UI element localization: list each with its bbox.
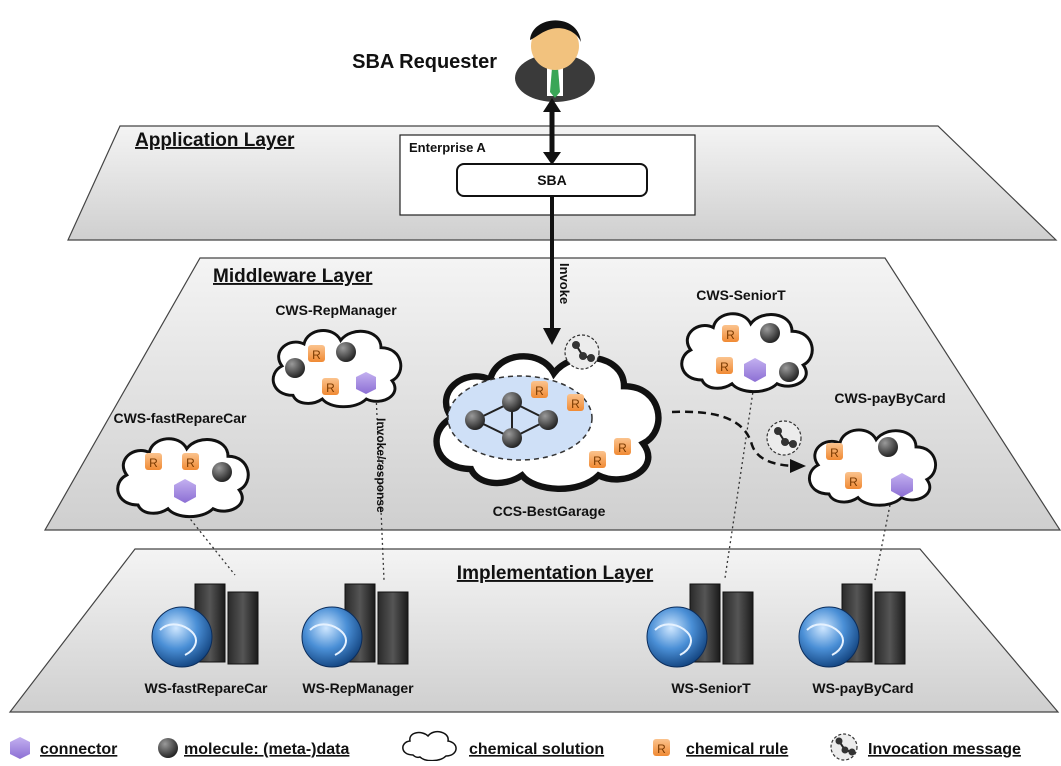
ws-senior-t-label: WS-SeniorT xyxy=(671,680,751,696)
ws-senior-t-server-icon xyxy=(646,583,754,668)
rule-icon xyxy=(182,453,199,470)
legend-rule-icon xyxy=(653,739,670,756)
fast-repare-car-contents: R R xyxy=(145,453,232,503)
rule-icon xyxy=(145,453,162,470)
rule-icon xyxy=(614,438,631,455)
inner-solution xyxy=(447,375,593,461)
requester-person-icon xyxy=(515,20,595,102)
molecule-icon xyxy=(779,362,799,382)
rule-icon xyxy=(322,378,339,395)
pay-by-card-cloud-label: CWS-payByCard xyxy=(834,390,945,406)
rule-icon xyxy=(722,325,739,342)
invocation-message-icon xyxy=(766,420,802,456)
legend: connector molecule: (meta-)data chemical… xyxy=(10,730,1021,762)
molecule-icon xyxy=(336,342,356,362)
invocation-message-icon xyxy=(564,334,600,370)
rule-icon xyxy=(826,443,843,460)
rule-icon xyxy=(845,472,862,489)
senior-t-contents: R R xyxy=(716,323,799,382)
svg-text:R: R xyxy=(849,475,858,489)
connector-icon xyxy=(174,479,196,503)
ws-fast-repare-car-server-icon xyxy=(151,583,259,668)
legend-rule-label: chemical rule xyxy=(686,741,788,758)
svg-text:R: R xyxy=(830,446,839,460)
legend-molecule-icon xyxy=(158,738,178,758)
ws-rep-manager-server-icon xyxy=(301,583,409,668)
best-garage-rules: R R R R xyxy=(531,381,631,468)
legend-invocation-label: Invocation message xyxy=(868,741,1021,758)
legend-solution-label: chemical solution xyxy=(469,741,604,758)
connector-icon xyxy=(356,372,376,394)
best-garage-cloud-label: CCS-BestGarage xyxy=(493,503,606,519)
dashed-invocation-arrow xyxy=(671,410,799,468)
implementation-layer-title: Implementation Layer xyxy=(457,563,654,584)
molecule-icon xyxy=(538,410,558,430)
legend-molecule-label: molecule: (meta-)data xyxy=(184,741,349,758)
rule-icon xyxy=(308,345,325,362)
svg-text:R: R xyxy=(618,441,627,455)
rule-icon xyxy=(589,451,606,468)
molecule-icon xyxy=(285,358,305,378)
ws-fast-repare-car-label: WS-fastRepareCar xyxy=(145,680,268,696)
ws-pay-by-card-label: WS-payByCard xyxy=(812,680,913,696)
requester-sba-arrow xyxy=(543,98,561,165)
svg-text:R: R xyxy=(657,742,666,756)
molecule-icon xyxy=(760,323,780,343)
svg-text:R: R xyxy=(571,397,580,411)
rule-icon xyxy=(531,381,548,398)
requester-label: SBA Requester xyxy=(352,51,497,73)
svg-text:R: R xyxy=(326,381,335,395)
ws-rep-manager-label: WS-RepManager xyxy=(302,680,414,696)
rep-manager-contents: R R xyxy=(285,342,376,395)
invoke-label: Invoke xyxy=(557,263,572,304)
connector-icon xyxy=(744,358,766,382)
legend-connector-icon xyxy=(10,737,30,759)
pay-by-card-contents: R R xyxy=(826,437,913,497)
connector-icon xyxy=(891,473,913,497)
molecule-icon xyxy=(502,428,522,448)
dashed-arrow-head xyxy=(790,459,806,473)
legend-solution-icon xyxy=(402,730,457,762)
molecule-icon xyxy=(212,462,232,482)
best-garage-molecule-graph xyxy=(465,392,558,448)
middleware-layer-title: Middleware Layer xyxy=(213,266,373,287)
ws-pay-by-card-server-icon xyxy=(798,583,906,668)
svg-text:R: R xyxy=(535,384,544,398)
legend-invocation-icon xyxy=(830,733,858,761)
rule-icon xyxy=(567,394,584,411)
implementation-layer-plane xyxy=(8,548,1060,713)
svg-text:R: R xyxy=(312,348,321,362)
invoke-arrow xyxy=(543,196,561,345)
fast-repare-car-cloud-label: CWS-fastRepareCar xyxy=(113,410,247,426)
rep-manager-cloud-label: CWS-RepManager xyxy=(275,302,397,318)
molecule-icon xyxy=(502,392,522,412)
legend-connector-label: connector xyxy=(40,741,117,758)
invoke-response-label: Invoke/response xyxy=(374,418,388,513)
application-layer-title: Application Layer xyxy=(135,130,295,151)
sba-label: SBA xyxy=(537,172,567,188)
svg-text:R: R xyxy=(149,456,158,470)
senior-t-cloud-label: CWS-SeniorT xyxy=(696,287,786,303)
svg-text:R: R xyxy=(186,456,195,470)
svg-text:R: R xyxy=(726,328,735,342)
rule-icon xyxy=(716,357,733,374)
molecule-icon xyxy=(465,410,485,430)
molecule-icon xyxy=(878,437,898,457)
svg-text:R: R xyxy=(593,454,602,468)
enterprise-label: Enterprise A xyxy=(409,140,486,155)
svg-text:R: R xyxy=(720,360,729,374)
